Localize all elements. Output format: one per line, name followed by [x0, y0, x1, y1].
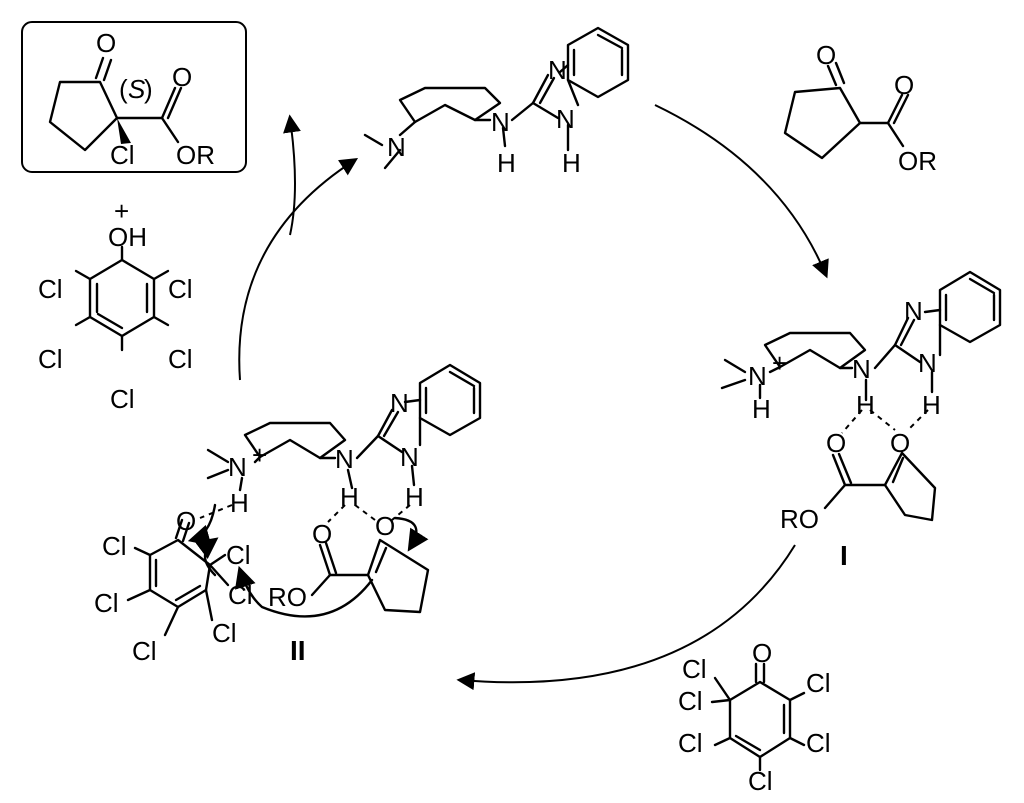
pentachlorophenol: OH Cl Cl Cl Cl Cl: [38, 222, 193, 414]
int-i-charge: +: [772, 348, 787, 378]
reagent-cl-4: Cl: [678, 686, 703, 716]
int-ii-nh-h: H: [340, 482, 359, 512]
product-stereo-open: (: [119, 74, 128, 104]
product-carbonyl-o: O: [172, 62, 192, 92]
phenol-cl-2: Cl: [168, 344, 193, 374]
plus-sign: +: [114, 196, 129, 226]
catalyst-imidazole-nh: N: [556, 104, 575, 134]
int-i-ammonium-n: N: [748, 361, 767, 391]
intermediate-ii-structure: N + H N H N N H O O RO O Cl Cl Cl Cl Cl …: [94, 363, 482, 666]
int-ii-cl-6: Cl: [228, 580, 253, 610]
int-i-ammonium-h: H: [752, 394, 771, 424]
product-or: OR: [176, 140, 215, 170]
catalyst-imidazole-h: H: [562, 148, 581, 178]
reagent-cl-2: Cl: [806, 728, 831, 758]
phenol-cl-1: Cl: [168, 274, 193, 304]
int-i-nh-h: H: [856, 390, 875, 420]
intermediate-i-structure: N + H N H N N H O O RO I: [720, 270, 1002, 571]
reagent-cl-5: Cl: [678, 728, 703, 758]
phenol-oh: OH: [108, 222, 147, 252]
intermediate-i-label: I: [840, 540, 848, 571]
int-i-imidazole-n: N: [904, 296, 923, 326]
int-ii-dienone-o: O: [176, 506, 196, 536]
cycle-arrow-product-release: [283, 114, 301, 236]
cycle-arrow-i-to-ii: [456, 544, 796, 691]
phenol-cl-5: Cl: [110, 384, 135, 414]
product-cl: Cl: [110, 140, 135, 170]
int-ii-cl-2: Cl: [94, 588, 119, 618]
int-ii-imidazole-h: H: [405, 482, 424, 512]
int-ii-imidazole-n: N: [390, 388, 409, 418]
substrate-ketone-o: O: [816, 40, 836, 70]
int-i-ro: RO: [780, 504, 819, 534]
int-i-imidazole-h: H: [922, 390, 941, 420]
reagent-cl-3: Cl: [682, 654, 707, 684]
substrate-carbonyl-o: O: [894, 70, 914, 100]
int-ii-cl-5: Cl: [226, 540, 251, 570]
product-ketone-o: O: [96, 28, 116, 58]
int-ii-cl-1: Cl: [102, 531, 127, 561]
ketoester-substrate: O O OR: [783, 40, 937, 176]
hexachloro-dienone-reagent: O Cl Cl Cl Cl Cl Cl: [678, 638, 831, 796]
product-stereo-close: ): [144, 74, 153, 104]
int-i-enol-o: O: [890, 428, 910, 458]
phenol-cl-4: Cl: [38, 344, 63, 374]
cycle-arrow-ii-to-catalyst: [238, 158, 359, 381]
substrate-or: OR: [898, 146, 937, 176]
int-ii-ammonium-n: N: [228, 452, 247, 482]
product-box: O ( S ) O Cl OR: [21, 21, 247, 173]
int-ii-cl-4: Cl: [212, 618, 237, 648]
int-ii-enol-o: O: [375, 511, 395, 541]
product-stereo-s: S: [128, 74, 146, 104]
int-i-imidazole-nh: N: [918, 348, 937, 378]
catalyst-nh-h: H: [497, 148, 516, 178]
phenol-cl-3: Cl: [38, 274, 63, 304]
reagent-cl-6: Cl: [748, 766, 773, 796]
int-ii-ammonium-h: H: [230, 488, 249, 518]
int-ii-charge: +: [252, 440, 267, 470]
int-i-nh-n: N: [852, 354, 871, 384]
reagent-cl-1: Cl: [806, 668, 831, 698]
catalyst-nh-n: N: [491, 107, 510, 137]
intermediate-ii-label: II: [290, 635, 306, 666]
catalyst-amine-n: N: [387, 132, 406, 162]
chlorinated-ketoester-structure: [48, 56, 183, 152]
int-i-ester-o: O: [826, 428, 846, 458]
cycle-arrow-catalyst-to-i: [654, 104, 829, 279]
catalyst-imidazole-n: N: [548, 55, 567, 85]
int-ii-ro: RO: [268, 582, 307, 612]
int-ii-cl-3: Cl: [132, 636, 157, 666]
reagent-ketone-o: O: [752, 638, 772, 668]
catalyst-structure: N N H N N H: [363, 26, 630, 178]
int-ii-ester-o: O: [312, 519, 332, 549]
int-ii-imidazole-nh: N: [400, 442, 419, 472]
int-ii-nh-n: N: [335, 444, 354, 474]
